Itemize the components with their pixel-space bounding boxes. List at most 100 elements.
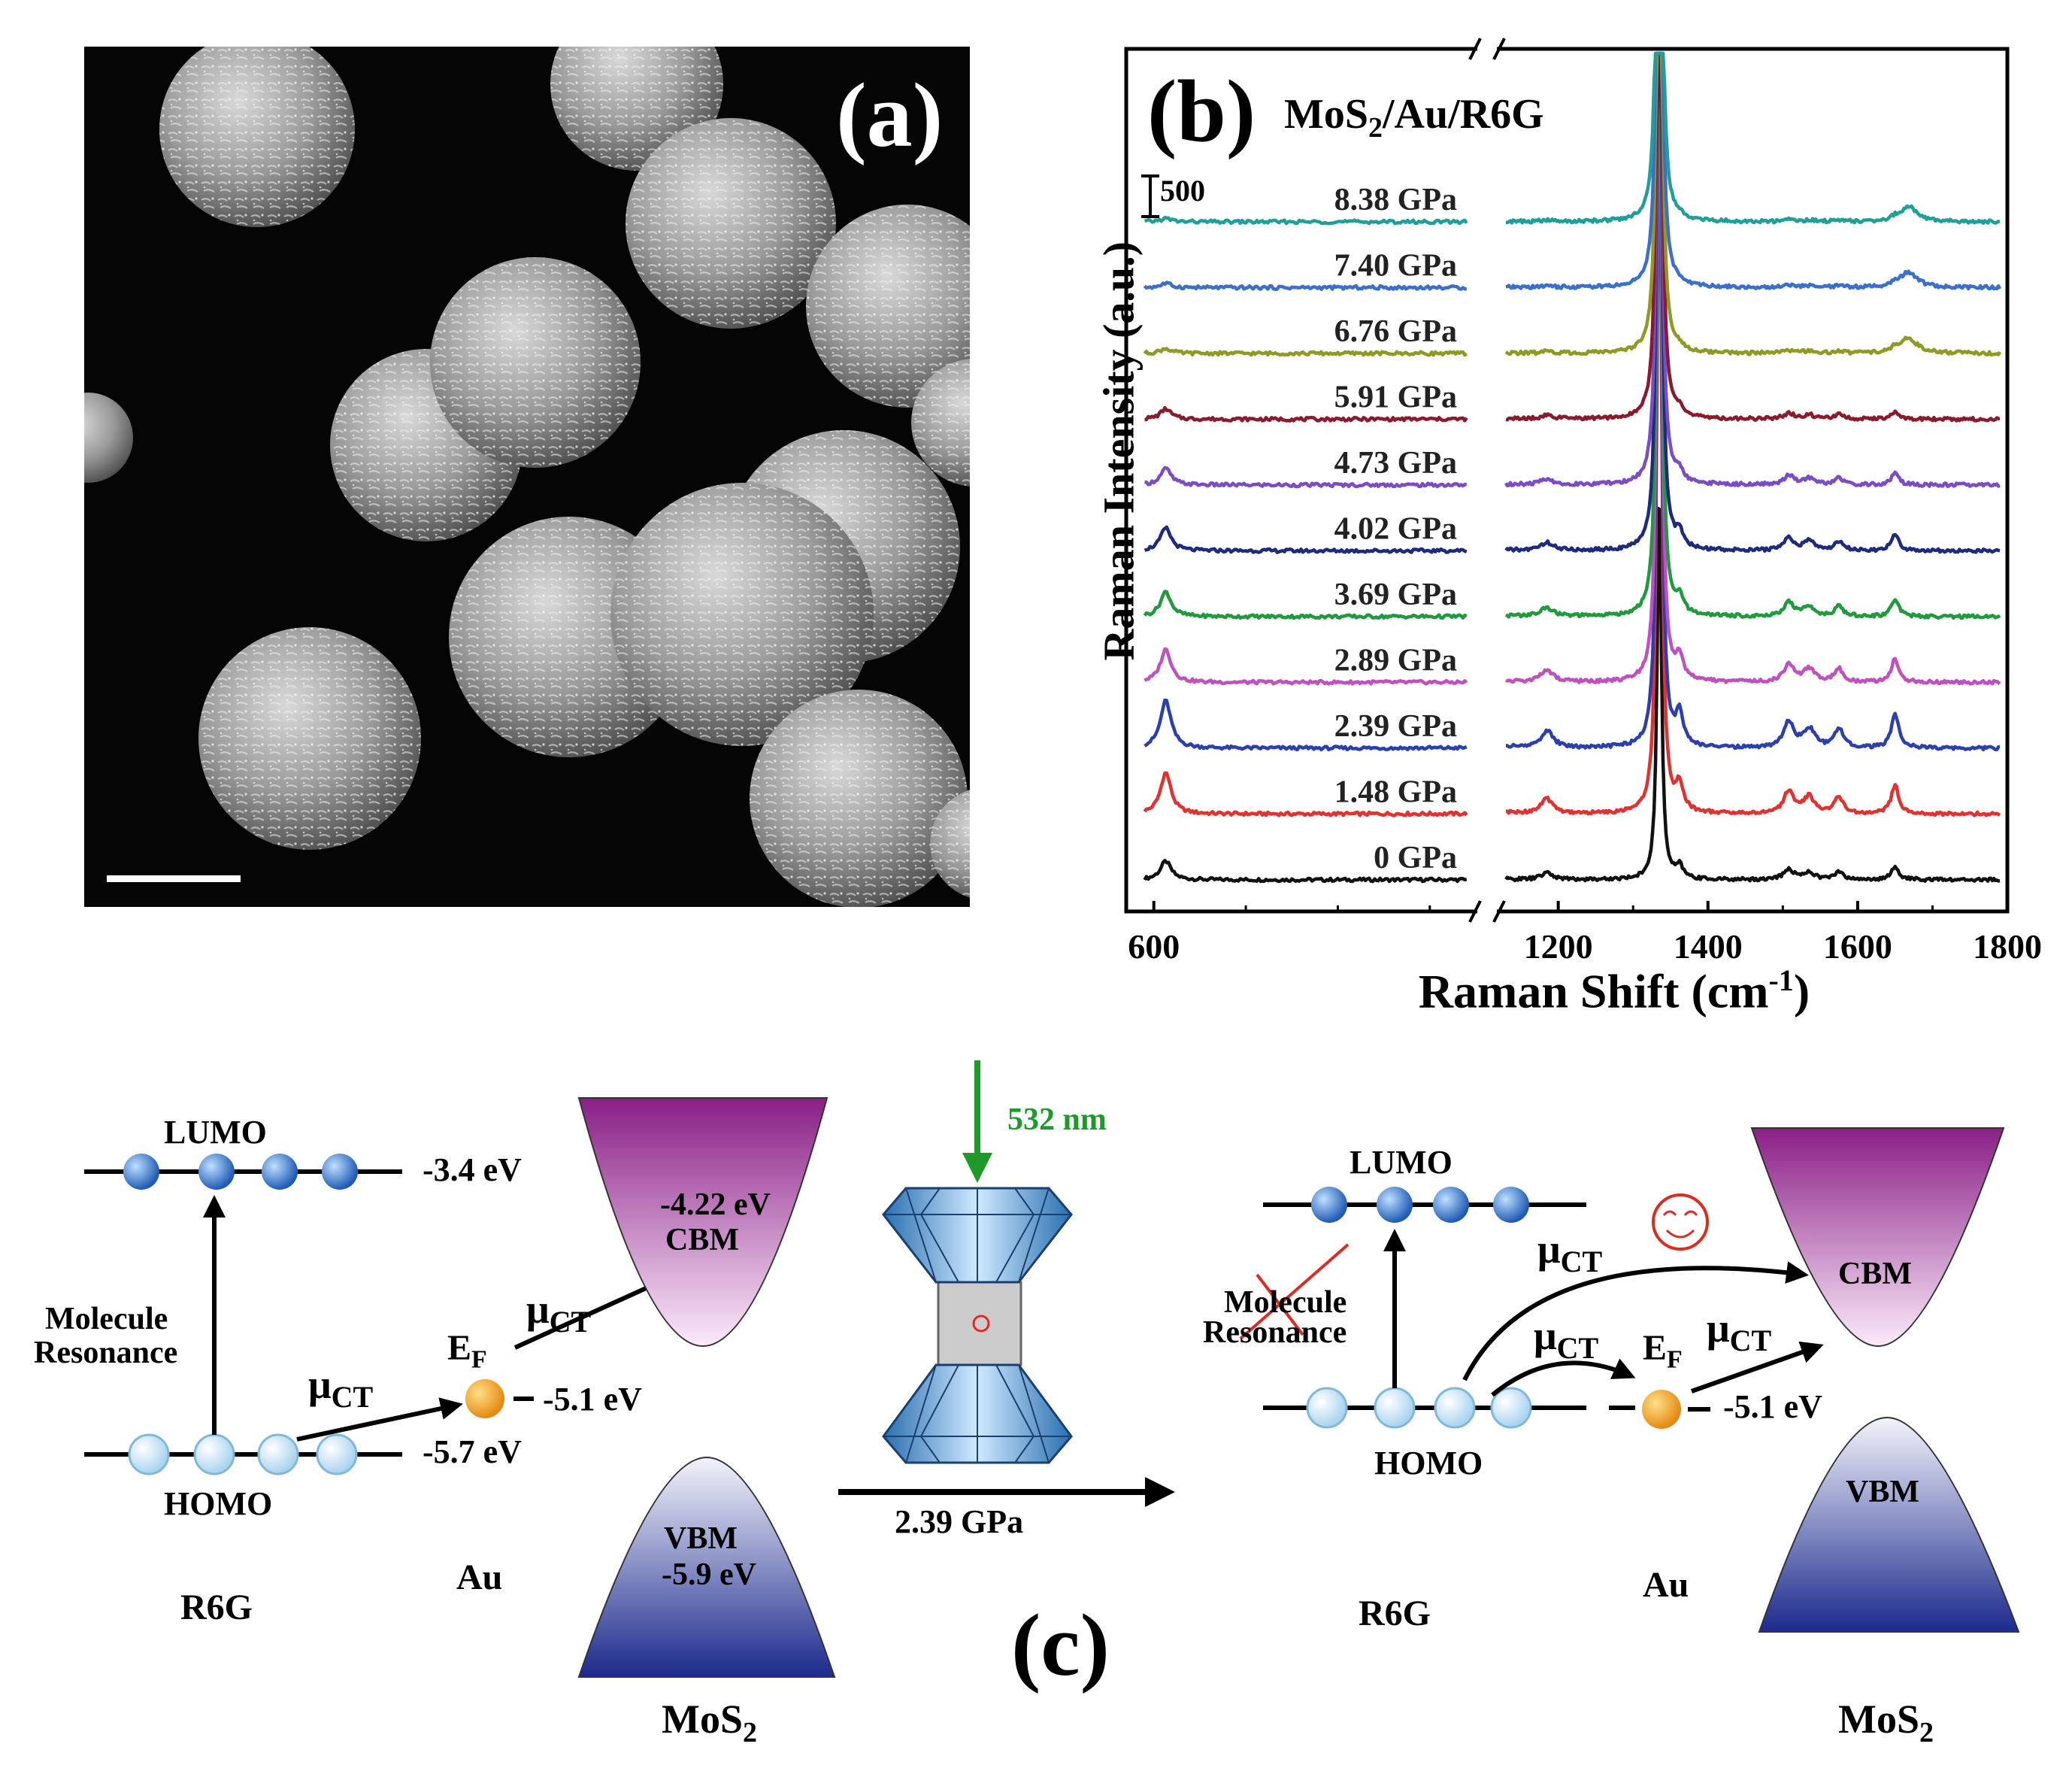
x-tick-label: 1200 — [1524, 927, 1593, 966]
series-label: 2.39 GPa — [1334, 709, 1457, 744]
series-label: 3.69 GPa — [1334, 578, 1457, 612]
raman-axes — [1124, 38, 2010, 923]
raman-series-line — [1144, 465, 1467, 489]
right-mos2-label: MoS2 — [1838, 1696, 1934, 1749]
left-lumo-electrons — [123, 1154, 358, 1190]
left-homo-holes — [128, 1433, 358, 1475]
x-axis-label-close: ) — [1793, 964, 1810, 1018]
y-axis-label: Raman Intensity (a.u.) — [1094, 241, 1144, 661]
series-label: 6.76 GPa — [1334, 314, 1457, 349]
panel-c: LUMO -3.4 eV Molecule Resonance -5.7 eV … — [0, 1045, 2072, 1771]
raman-series-line — [1143, 281, 1467, 291]
sem-image — [84, 47, 970, 907]
mu-symbol: μ — [1534, 1313, 1557, 1358]
intensity-scale-bar-label: 500 — [1160, 174, 1205, 208]
left-r6g-label: R6G — [180, 1588, 253, 1627]
mu-symbol: μ — [308, 1362, 332, 1407]
right-r6g-label: R6G — [1359, 1594, 1431, 1633]
series-label: 4.02 GPa — [1334, 512, 1457, 547]
intensity-scale-bar-cap-bottom — [1141, 215, 1159, 218]
left-cbm-energy: -4.22 eV — [660, 1187, 771, 1222]
left-conduction-band — [577, 1097, 828, 1348]
homo-to-cbm-arrow — [1462, 1261, 1809, 1381]
x-axis-label-sup: -1 — [1768, 963, 1794, 997]
mos2-subscript: 2 — [743, 1716, 757, 1748]
mu-symbol: μ — [526, 1287, 550, 1332]
series-label: 2.89 GPa — [1334, 644, 1457, 678]
right-au-label: Au — [1643, 1565, 1689, 1605]
ef-symbol: E — [447, 1328, 472, 1368]
right-homo-holes — [1306, 1387, 1532, 1429]
hole-icon — [193, 1433, 235, 1475]
right-au-energy: -5.1 eV — [1723, 1388, 1822, 1425]
right-resonance-label-1: Molecule — [1224, 1285, 1347, 1320]
hole-icon — [1374, 1387, 1416, 1429]
axis-break-mark — [1492, 900, 1506, 923]
cross-out-icon — [1239, 1243, 1350, 1340]
pressure-label: 2.39 GPa — [895, 1503, 1024, 1540]
sample-subscript: 2 — [1368, 112, 1383, 144]
axis-break-mark — [1468, 38, 1482, 60]
panel-b-label: (b) — [1147, 62, 1256, 160]
panel-a: (a) — [84, 47, 970, 907]
right-lumo-electrons — [1311, 1187, 1529, 1223]
x-tick-label: 1600 — [1823, 927, 1892, 966]
right-vbm-label: VBM — [1846, 1475, 1919, 1509]
raman-series-line — [1143, 347, 1468, 357]
raman-series — [1143, 51, 2002, 884]
left-au-label: Au — [456, 1557, 503, 1597]
right-cbm-label: CBM — [1838, 1257, 1912, 1291]
raman-series-line — [1504, 51, 2001, 488]
axis-break-gap — [1477, 44, 1497, 53]
left-valence-band — [577, 1456, 836, 1678]
raman-series-line — [1143, 771, 1468, 817]
diamond-anvil-cell-icon — [882, 1187, 1073, 1464]
left-homo-energy: -5.7 eV — [423, 1433, 522, 1470]
middle-scheme — [838, 1060, 1175, 1507]
raman-series-line — [1144, 647, 1468, 686]
raman-series-line — [1144, 405, 1468, 423]
raman-series-line — [1505, 51, 2001, 226]
left-scheme — [84, 1097, 836, 1678]
electron-icon — [1311, 1187, 1347, 1223]
raman-series-line — [1144, 525, 1468, 554]
axis-break-mark — [1468, 900, 1482, 923]
x-tick-label: 1400 — [1674, 927, 1743, 966]
right-scheme — [1239, 1127, 2020, 1633]
hole-icon — [128, 1433, 170, 1475]
laser-label: 532 nm — [1007, 1102, 1107, 1137]
left-lumo-energy: -3.4 eV — [423, 1151, 522, 1188]
electron-icon — [322, 1154, 358, 1190]
electron-icon — [198, 1154, 235, 1190]
right-mu-ct-3: μCT — [1707, 1305, 1771, 1358]
hole-icon — [1306, 1387, 1348, 1429]
electron-icon — [1493, 1187, 1529, 1223]
mos2-text: MoS — [1838, 1697, 1919, 1742]
sample-suffix: /Au/R6G — [1383, 91, 1544, 138]
scale-bar — [107, 875, 241, 882]
right-conduction-band — [1750, 1127, 2005, 1348]
raman-series-line — [1505, 51, 2001, 686]
electron-icon — [262, 1154, 298, 1190]
raman-series-line — [1505, 51, 2002, 291]
right-homo-label: HOMO — [1374, 1445, 1483, 1481]
left-mu-ct-1: μCT — [308, 1361, 373, 1415]
left-au-energy: -5.1 eV — [543, 1381, 642, 1418]
left-lumo-label: LUMO — [164, 1114, 267, 1151]
left-vbm-label: VBM — [664, 1521, 738, 1556]
au-to-cbm-arrow-right — [1691, 1341, 1824, 1393]
mos2-text: MoS — [662, 1697, 743, 1742]
left-resonance-label-1: Molecule — [45, 1302, 168, 1336]
x-axis-label-main: Raman Shift (cm — [1418, 964, 1769, 1018]
left-mos2-label: MoS2 — [662, 1696, 757, 1749]
series-label: 4.73 GPa — [1334, 446, 1457, 481]
axis-break-gap — [1477, 907, 1497, 916]
x-axis-label: Raman Shift (cm-1) — [1036, 963, 2072, 1019]
raman-series-line — [1504, 51, 2002, 357]
raman-series-line — [1144, 698, 1468, 752]
raman-series-line — [1504, 51, 2001, 620]
x-tick-label: 1800 — [1973, 927, 2042, 966]
